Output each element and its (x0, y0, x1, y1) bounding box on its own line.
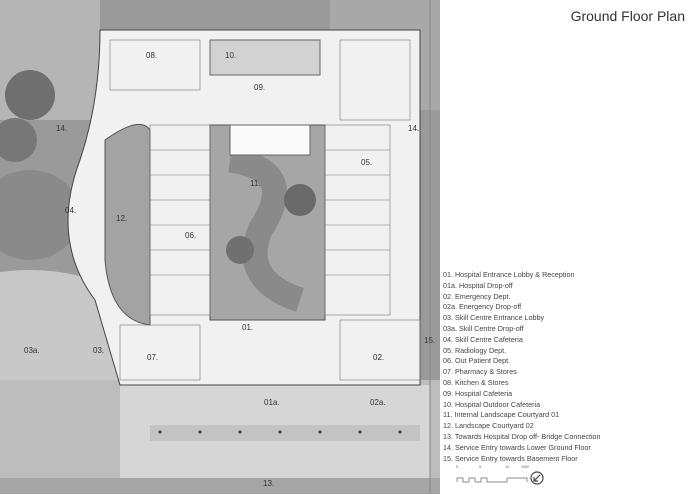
plan-label-01: 01. (242, 323, 254, 332)
legend-item: 09. Hospital Cafeteria (443, 388, 513, 398)
legend-item: 15. Service Entry towards Basement Floor (443, 453, 578, 463)
plan-label-02: 02. (373, 353, 385, 362)
plan-label-04: 04. (65, 206, 77, 215)
scale-bar: 0 5 10 15M (455, 464, 545, 495)
legend-item: 11. Internal Landscape Courtyard 01 (443, 410, 560, 420)
plan-label-10: 10. (225, 51, 237, 60)
legend-item: 12. Landscape Courtyard 02 (443, 421, 534, 431)
legend-item: 10. Hospital Outdoor Cafeteria (443, 399, 541, 409)
plan-label-08: 08. (146, 51, 158, 60)
plan-label-15: 15. (424, 336, 436, 345)
plan-label-14-left: 14. (56, 124, 68, 133)
floor-plan-drawing (0, 0, 440, 494)
page-title: Ground Floor Plan (570, 8, 685, 24)
plan-label-01a: 01a. (264, 398, 280, 407)
plan-label-09: 09. (254, 83, 266, 92)
legend-item: 04. Skill Centre Cafeteria (443, 334, 523, 344)
legend-item: 01a. Hospital Drop-off (443, 280, 513, 290)
plan-label-03: 03. (93, 346, 105, 355)
scale-tick: 0 (456, 464, 459, 469)
plan-label-06: 06. (185, 231, 197, 240)
scale-tick: 5 (479, 464, 482, 469)
scale-tick: 15M (521, 464, 529, 469)
legend-item: 03a. Skill Centre Drop-off (443, 323, 524, 333)
plan-label-02a: 02a. (370, 398, 386, 407)
legend-item: 05. Radiology Dept. (443, 345, 507, 355)
scale-tick: 10 (505, 464, 510, 469)
legend-item: 06. Out Patient Dept. (443, 356, 511, 366)
scale-bar-graphic (456, 471, 544, 485)
plan-label-11: 11. (250, 179, 261, 188)
legend-item: 08. Kitchen & Stores (443, 377, 509, 387)
plan-label-03a: 03a. (24, 346, 40, 355)
legend-item: 13. Towards Hospital Drop off- Bridge Co… (443, 431, 601, 441)
legend-item: 14. Service Entry towards Lower Ground F… (443, 442, 591, 452)
legend-item: 07. Pharmacy & Stores (443, 367, 517, 377)
legend: 01. Hospital Entrance Lobby & Reception … (443, 270, 601, 464)
plan-label-13: 13. (263, 479, 275, 488)
plan-label-12: 12. (116, 214, 128, 223)
plan-label-07: 07. (147, 353, 159, 362)
legend-item: 02a. Energency Drop-off (443, 302, 522, 312)
plan-label-14-right: 14. (408, 124, 420, 133)
legend-item: 02. Emergency Dept. (443, 291, 511, 301)
legend-item: 01. Hospital Entrance Lobby & Reception (443, 270, 575, 279)
legend-item: 03. Skill Centre Entrance Lobby (443, 313, 545, 323)
north-arrow-icon (530, 471, 544, 485)
plan-label-05: 05. (361, 158, 373, 167)
